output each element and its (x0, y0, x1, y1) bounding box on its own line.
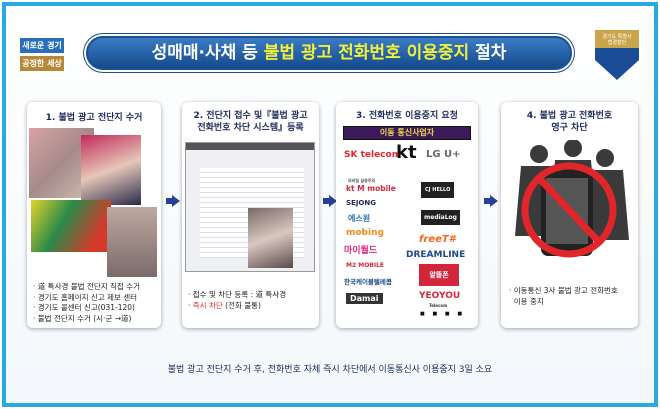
bullet: 불법 전단지 수거 (시·군 →道) (37, 313, 132, 323)
bullet-highlight: 즉시 차단 (192, 300, 223, 310)
sk-telecom-logo: SK telecom (344, 150, 402, 160)
myworld-logo: 마이월드 (344, 246, 378, 256)
freet-logo: freeT# (419, 234, 456, 245)
bullet: 경기도 콜센터 신고(031-120) (37, 303, 135, 312)
step-1-title: 1. 불법 광고 전단지 수거 (45, 113, 143, 123)
blocked-phone-illustration (515, 140, 629, 258)
step-3-card: 3. 전화번호 이용중지 요청 이동 통신사업자 SK telecom kt L… (336, 102, 478, 328)
arrow-right-icon (323, 195, 337, 207)
yeoyou-sub: Telecom (429, 303, 448, 308)
damai-logo: Damai (346, 293, 383, 304)
medialog-logo: mediaLog (421, 210, 460, 225)
carrier-header: 이동 통신사업자 (343, 126, 471, 140)
mvno-caption: 모바일 실용주의 (348, 178, 376, 183)
arrow-right-icon (166, 195, 180, 207)
kt-logo: kt (396, 142, 417, 163)
flyer-image (31, 200, 111, 252)
lgu-logo: LG U+ (426, 149, 461, 160)
bullet: 道 특사경 불법 전단지 직접 수거 (37, 282, 141, 291)
step-2-bullets: · 접수 및 차단 등록 : 道 특사경 · 즉시 차단 (전화 불통) (188, 290, 287, 310)
altteulphone-logo: 알뜰폰 (419, 264, 459, 286)
title-suffix: 절차 (469, 43, 507, 63)
badge-text: 경기도 특별사법경찰단 (602, 34, 632, 46)
dreamline-logo: DREAMLINE (406, 250, 466, 260)
footer-note: 불법 광고 전단지 수거 후, 전화번호 자체 즉시 차단에서 이동통신사 이용… (167, 365, 493, 375)
yeoyou-logo: YEOYOU (419, 291, 461, 301)
slogan-top: 새로운 경기 (20, 38, 64, 53)
kt-m-mobile-logo: kt M mobile (346, 184, 396, 193)
cj-hello-logo: CJ HELLO (421, 182, 455, 198)
arrow-right-icon (484, 195, 498, 207)
bullet: 경기도 홈페이지 신고 제보 센터 (37, 292, 138, 302)
bullet: (전화 불통) (222, 300, 261, 310)
cable-telecom-logo: 한국케이블텔레콤 (344, 278, 392, 286)
blocking-system-screenshot (185, 142, 315, 272)
slogan-bottom: 공정한 세상 (20, 56, 64, 71)
more-dots: ■ ■ ■ ■ (420, 311, 466, 317)
s1-logo: 에스원 (348, 214, 371, 223)
step-1-card: 1. 불법 광고 전단지 수거 · 道 특사경 불법 전단지 직접 수거 · 경… (27, 102, 161, 328)
flyer-image (81, 135, 141, 205)
step-4-bullets: · 이동통신 3사 불법 광고 전화번호 이용 중지 (509, 286, 618, 306)
step-1-bullets: · 道 특사경 불법 전단지 직접 수거 · 경기도 홈페이지 신고 제보 센터… (33, 282, 141, 323)
title-prefix: 성매매·사채 등 (151, 43, 264, 63)
bullet: 접수 및 차단 등록 : 道 특사경 (192, 290, 287, 299)
title-highlight: 불법 광고 전화번호 이용중지 (263, 43, 470, 63)
step-3-title: 3. 전화번호 이용중지 요청 (356, 111, 458, 121)
bullet: 이용 중지 (513, 296, 544, 306)
sejong-logo: SEJONG (346, 199, 376, 207)
bullet: 이동통신 3사 불법 광고 전화번호 (513, 286, 618, 295)
mobing-logo: mobing (346, 228, 384, 238)
m2-mobile-logo: M2 MOBILE (346, 262, 385, 269)
page-title: 성매매·사채 등 불법 광고 전화번호 이용중지 절차 (86, 36, 572, 70)
flyer-image (107, 207, 157, 277)
